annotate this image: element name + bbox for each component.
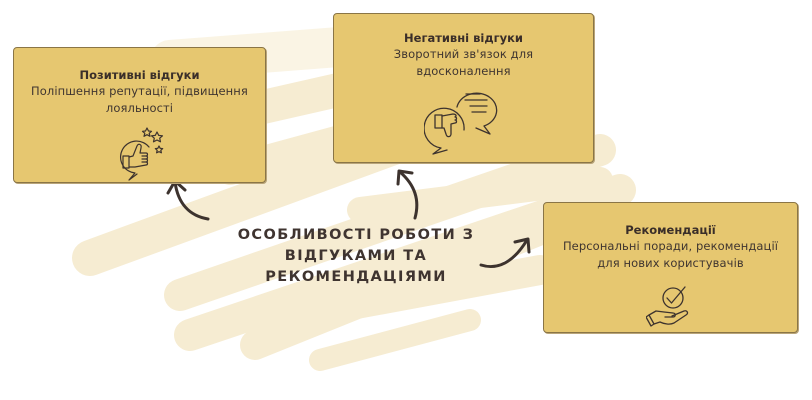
thumbs-up-speech-bubble-stars-icon (119, 127, 163, 181)
card-title: Негативні відгуки (404, 31, 523, 45)
arrow-to-positive (173, 180, 210, 221)
card-description-line: лояльності (105, 101, 174, 115)
center-title-line: ОСОБЛИВОСТІ РОБОТИ З (237, 227, 475, 243)
arrow-to-recommendations (479, 238, 529, 268)
card-positive-reviews: Позитивні відгуки Поліпшення репутації, … (13, 47, 266, 183)
thumbs-down-speech-bubbles-icon (423, 92, 497, 155)
card-title: Рекомендації (625, 223, 716, 237)
card-description-line: Поліпшення репутації, підвищення (31, 84, 248, 98)
card-title: Позитивні відгуки (79, 68, 200, 82)
hand-with-checkmark-icon (645, 286, 688, 327)
card-recommendations: Рекомендації Персональні поради, рекомен… (543, 202, 798, 333)
card-description-line: Зворотний зв'язок для (393, 47, 534, 61)
card-negative-reviews: Негативні відгуки Зворотний зв'язок для … (333, 13, 594, 163)
card-description-line: Персональні поради, рекомендації (562, 239, 779, 253)
arrow-to-negative (398, 170, 419, 220)
center-title-line: РЕКОМЕНДАЦІЯМИ (265, 269, 447, 285)
center-title: ОСОБЛИВОСТІ РОБОТИ З ВІДГУКАМИ ТА РЕКОМЕ… (228, 225, 484, 288)
center-title-line: ВІДГУКАМИ ТА (284, 248, 428, 264)
card-description-line: для нових користувачів (597, 256, 744, 270)
card-description-line: вдосконалення (416, 64, 511, 78)
